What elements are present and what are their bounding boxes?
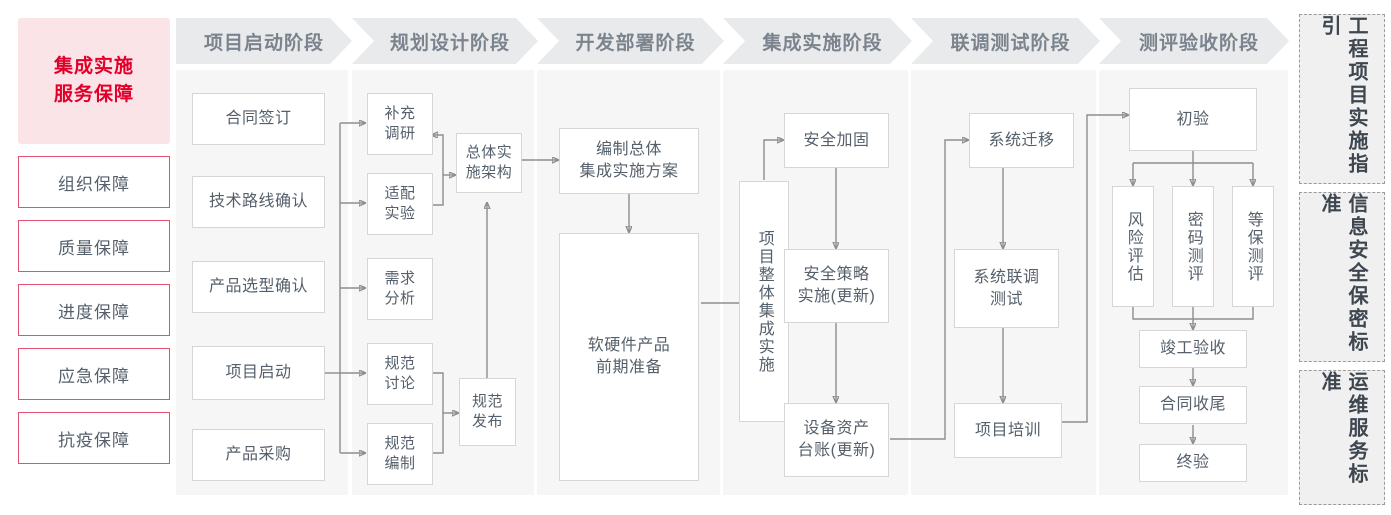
phase-header-evaluation-accept[interactable]: 测评验收阶段 xyxy=(1099,18,1289,64)
node-project-kickoff[interactable]: 项目启动 xyxy=(192,346,325,400)
node-requirement-analysis[interactable]: 需求 分析 xyxy=(367,258,433,320)
node-security-hardening[interactable]: 安全加固 xyxy=(784,113,889,168)
phase-header-integration[interactable]: 集成实施阶段 xyxy=(723,18,912,64)
node-tech-route-confirm[interactable]: 技术路线确认 xyxy=(192,176,325,228)
guarantee-title: 集成实施 服务保障 xyxy=(18,18,170,144)
guarantee-item-epidemic[interactable]: 抗疫保障 xyxy=(18,412,170,464)
node-spec-release[interactable]: 规范 发布 xyxy=(459,378,516,446)
node-completion-acceptance[interactable]: 竣工验收 xyxy=(1139,330,1247,368)
phase-header-joint-testing[interactable]: 联调测试阶段 xyxy=(911,18,1100,64)
node-product-procurement[interactable]: 产品采购 xyxy=(192,429,325,481)
guarantee-title-line-1: 集成实施 xyxy=(53,55,134,77)
guarantee-item-quality[interactable]: 质量保障 xyxy=(18,220,170,272)
sidebar-panel-label: 工程项目实施指引 xyxy=(1318,15,1367,176)
phase-header-planning-design[interactable]: 规划设计阶段 xyxy=(352,18,538,64)
node-security-policy-implementation[interactable]: 安全策略 实施(更新) xyxy=(784,249,889,323)
sidebar-panel-ops-service-standard[interactable]: 运维服务标准 xyxy=(1299,370,1385,505)
guarantee-item-organization[interactable]: 组织保障 xyxy=(18,156,170,208)
node-hardware-software-preparation[interactable]: 软硬件产品 前期准备 xyxy=(559,233,699,481)
node-supplementary-survey[interactable]: 补充 调研 xyxy=(367,93,433,155)
sidebar-panel-engineering-guideline[interactable]: 工程项目实施指引 xyxy=(1299,14,1385,184)
node-contract-signing[interactable]: 合同签订 xyxy=(192,93,325,145)
sidebar-panel-infosec-standard[interactable]: 信息安全保密标准 xyxy=(1299,192,1385,362)
node-equipment-asset-ledger[interactable]: 设备资产 台账(更新) xyxy=(784,403,889,477)
node-system-migration[interactable]: 系统迁移 xyxy=(969,113,1074,168)
node-project-training[interactable]: 项目培训 xyxy=(954,403,1062,458)
node-adaptation-experiment[interactable]: 适配 实验 xyxy=(367,173,433,235)
guarantee-item-schedule[interactable]: 进度保障 xyxy=(18,284,170,336)
node-preliminary-acceptance[interactable]: 初验 xyxy=(1129,88,1257,151)
sidebar-panel-label: 信息安全保密标准 xyxy=(1318,193,1367,354)
node-product-selection[interactable]: 产品选型确认 xyxy=(192,261,325,313)
node-overall-integration-plan[interactable]: 编制总体 集成实施方案 xyxy=(559,128,699,194)
guarantee-title-line-2: 服务保障 xyxy=(53,84,134,105)
node-classified-protection-evaluation[interactable]: 等保测评 xyxy=(1232,186,1274,307)
sidebar-panel-label: 运维服务标准 xyxy=(1318,371,1367,486)
phase-header-development-deploy[interactable]: 开发部署阶段 xyxy=(537,18,724,64)
guarantee-item-emergency[interactable]: 应急保障 xyxy=(18,348,170,400)
node-cryptography-evaluation[interactable]: 密码测评 xyxy=(1172,186,1214,307)
guarantee-sidebar: 集成实施 服务保障 组织保障 质量保障 进度保障 应急保障 抗疫保障 xyxy=(18,18,170,464)
node-spec-drafting[interactable]: 规范 编制 xyxy=(367,423,433,485)
node-risk-assessment[interactable]: 风险评估 xyxy=(1112,186,1154,307)
phase-header-project-initiation[interactable]: 项目启动阶段 xyxy=(176,18,352,64)
node-final-acceptance[interactable]: 终验 xyxy=(1139,444,1247,482)
node-system-joint-debug-test[interactable]: 系统联调 测试 xyxy=(954,249,1059,328)
node-overall-project-integration[interactable]: 项目整体集成实施 xyxy=(739,181,789,422)
node-overall-architecture[interactable]: 总体实 施架构 xyxy=(456,133,522,193)
node-spec-discussion[interactable]: 规范 讨论 xyxy=(367,343,433,405)
node-contract-closure[interactable]: 合同收尾 xyxy=(1139,386,1247,424)
